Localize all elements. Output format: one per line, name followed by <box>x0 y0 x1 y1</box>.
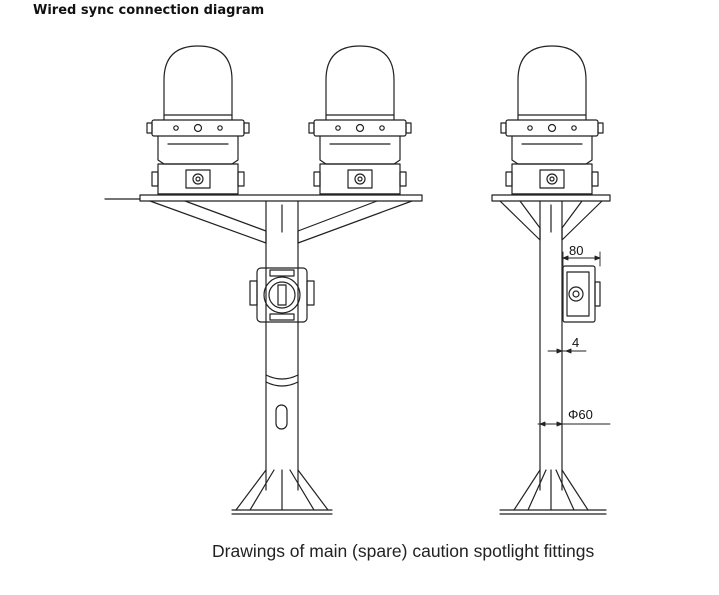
side-view-pole <box>539 200 563 491</box>
dimension-offset <box>547 348 587 354</box>
dimension-width <box>562 251 601 267</box>
front-view-base <box>231 469 333 515</box>
front-view-junction-box <box>249 267 315 323</box>
front-view-lamp-left <box>146 45 250 195</box>
front-view-lamp-right <box>308 45 412 195</box>
dimension-diameter-label: Φ60 <box>568 407 593 422</box>
drawing-caption: Drawings of main (spare) caution spotlig… <box>212 541 595 561</box>
dimension-offset-label: 4 <box>572 335 579 350</box>
side-view-base <box>499 469 607 515</box>
side-view-junction-box <box>562 265 601 323</box>
side-view-lamp <box>500 45 604 195</box>
front-view-pole <box>265 200 299 491</box>
dimension-width-label: 80 <box>569 243 583 258</box>
front-view-mounting-plate <box>104 194 423 244</box>
dimension-diameter <box>537 421 611 427</box>
diagram-title: Wired sync connection diagram <box>33 3 265 18</box>
